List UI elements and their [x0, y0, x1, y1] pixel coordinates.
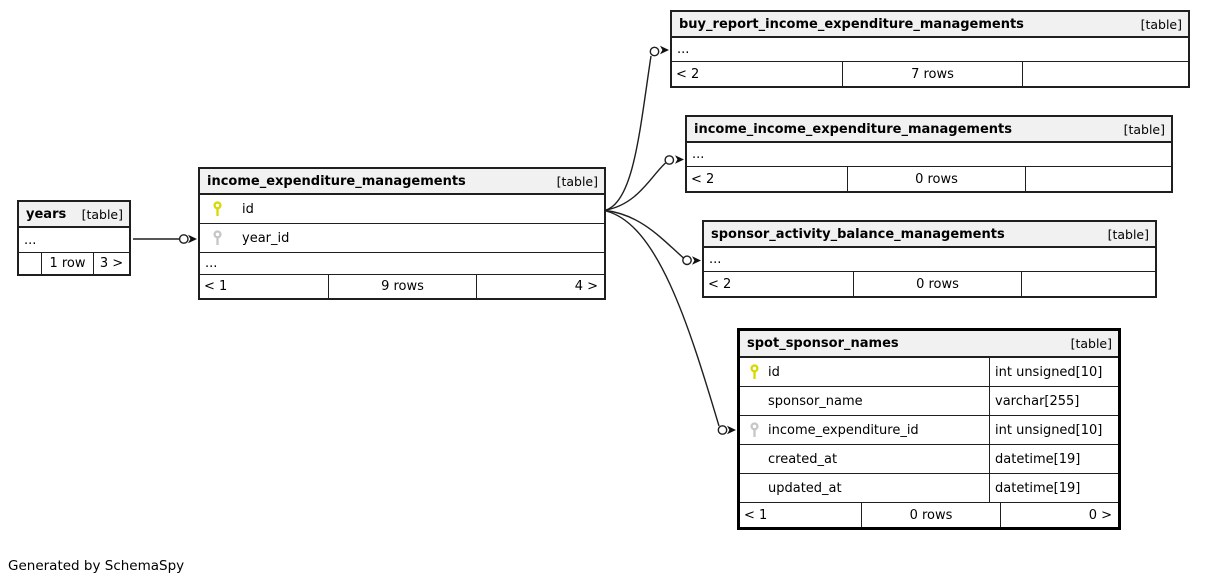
- edge-income-expenditure-to-buy-report: [605, 45, 669, 211]
- table-kind-label: [table]: [1070, 336, 1112, 351]
- parent-count: < 2: [687, 167, 848, 191]
- parent-count: < 2: [672, 62, 843, 86]
- table-buy-report-income-expenditure-managements[interactable]: buy_report_income_expenditure_management…: [670, 10, 1190, 88]
- column-type: datetime[19]: [995, 451, 1081, 467]
- ellipsis-text: ...: [677, 42, 690, 57]
- column-row-id[interactable]: id int unsigned[10]: [740, 358, 1118, 387]
- row-count: 1 row: [49, 256, 86, 271]
- column-type: datetime[19]: [995, 480, 1081, 496]
- column-name: created_at: [768, 451, 838, 467]
- column-name: year_id: [242, 230, 290, 246]
- hidden-columns-ellipsis: ...: [687, 143, 1171, 167]
- column-row-created-at[interactable]: created_at datetime[19]: [740, 445, 1118, 474]
- table-kind-label: [table]: [1107, 226, 1149, 242]
- hidden-columns-ellipsis: ...: [672, 38, 1188, 62]
- ellipsis-text: ...: [205, 256, 218, 271]
- table-header-income-income[interactable]: income_income_expenditure_managements [t…: [687, 117, 1171, 143]
- table-name[interactable]: spot_sponsor_names: [747, 336, 899, 351]
- hidden-columns-ellipsis: ...: [19, 228, 129, 253]
- column-name: income_expenditure_id: [768, 422, 919, 438]
- child-count: 3 >: [93, 253, 129, 274]
- ellipsis-text: ...: [24, 232, 37, 248]
- table-footer: < 1 9 rows 4 >: [200, 275, 604, 298]
- column-row-sponsor-name[interactable]: sponsor_name varchar[255]: [740, 387, 1118, 416]
- primary-key-icon: [749, 364, 760, 380]
- column-type: int unsigned[10]: [995, 364, 1103, 380]
- table-header-income-expenditure-managements[interactable]: income_expenditure_managements [table]: [200, 169, 604, 195]
- row-count: 7 rows: [911, 66, 954, 82]
- table-kind-label: [table]: [556, 173, 598, 189]
- ellipsis-text: ...: [692, 147, 705, 162]
- column-name: updated_at: [768, 480, 842, 496]
- child-count: [1022, 62, 1188, 86]
- edge-years-to-income-expenditure: [133, 234, 197, 244]
- edge-income-expenditure-to-income-income: [605, 155, 684, 211]
- foreign-key-icon: [749, 422, 760, 438]
- table-income-expenditure-managements[interactable]: income_expenditure_managements [table] i…: [198, 167, 606, 300]
- table-footer: < 2 7 rows: [672, 62, 1188, 86]
- parent-count: < 1: [200, 275, 329, 298]
- table-header-years[interactable]: years [table]: [19, 202, 129, 228]
- table-name[interactable]: sponsor_activity_balance_managements: [711, 226, 1005, 242]
- ellipsis-text: ...: [709, 252, 722, 267]
- table-footer: < 2 0 rows: [704, 272, 1155, 296]
- column-row-year-id[interactable]: year_id: [200, 224, 604, 253]
- row-count: 9 rows: [381, 279, 424, 294]
- hidden-columns-ellipsis: ...: [704, 248, 1155, 272]
- generator-credit: Generated by SchemaSpy: [8, 558, 185, 574]
- child-count: 0 >: [1000, 503, 1118, 527]
- table-name[interactable]: income_income_expenditure_managements: [694, 121, 1012, 137]
- edge-income-expenditure-to-sponsor-activity: [605, 209, 701, 266]
- parent-count: < 2: [704, 272, 854, 296]
- table-footer: < 1 0 rows 0 >: [740, 503, 1118, 527]
- table-kind-label: [table]: [81, 206, 123, 222]
- table-years[interactable]: years [table] ... 1 row 3 >: [17, 200, 131, 276]
- hidden-columns-ellipsis: ...: [200, 253, 604, 275]
- column-type: varchar[255]: [995, 393, 1080, 409]
- table-spot-sponsor-names[interactable]: spot_sponsor_names [table] id int unsign…: [737, 328, 1121, 530]
- parent-count: [19, 253, 42, 274]
- table-header-spot-sponsor-names[interactable]: spot_sponsor_names [table]: [740, 331, 1118, 358]
- row-count: 0 rows: [916, 276, 959, 292]
- child-count: 4 >: [476, 275, 604, 298]
- table-header-buy-report[interactable]: buy_report_income_expenditure_management…: [672, 12, 1188, 38]
- child-count: [1025, 167, 1171, 191]
- table-footer: 1 row 3 >: [19, 253, 129, 274]
- table-income-income-expenditure-managements[interactable]: income_income_expenditure_managements [t…: [685, 115, 1173, 193]
- table-name[interactable]: years: [26, 206, 67, 222]
- column-row-income-expenditure-id[interactable]: income_expenditure_id int unsigned[10]: [740, 416, 1118, 445]
- column-type: int unsigned[10]: [995, 422, 1103, 438]
- primary-key-icon: [212, 201, 223, 217]
- table-footer: < 2 0 rows: [687, 167, 1171, 191]
- table-header-sponsor-activity[interactable]: sponsor_activity_balance_managements [ta…: [704, 222, 1155, 248]
- table-sponsor-activity-balance-managements[interactable]: sponsor_activity_balance_managements [ta…: [702, 220, 1157, 298]
- table-kind-label: [table]: [1140, 16, 1182, 32]
- table-kind-label: [table]: [1123, 121, 1165, 137]
- row-count: 0 rows: [909, 507, 953, 523]
- child-count: [1021, 272, 1155, 296]
- column-name: sponsor_name: [768, 393, 863, 409]
- row-count: 0 rows: [915, 171, 958, 187]
- column-name: id: [242, 201, 254, 217]
- column-name: id: [768, 364, 780, 380]
- table-name[interactable]: income_expenditure_managements: [207, 173, 466, 189]
- column-row-updated-at[interactable]: updated_at datetime[19]: [740, 474, 1118, 503]
- parent-count: < 1: [740, 503, 862, 527]
- table-name[interactable]: buy_report_income_expenditure_management…: [679, 16, 1024, 32]
- column-row-id[interactable]: id: [200, 195, 604, 224]
- foreign-key-icon: [212, 230, 223, 246]
